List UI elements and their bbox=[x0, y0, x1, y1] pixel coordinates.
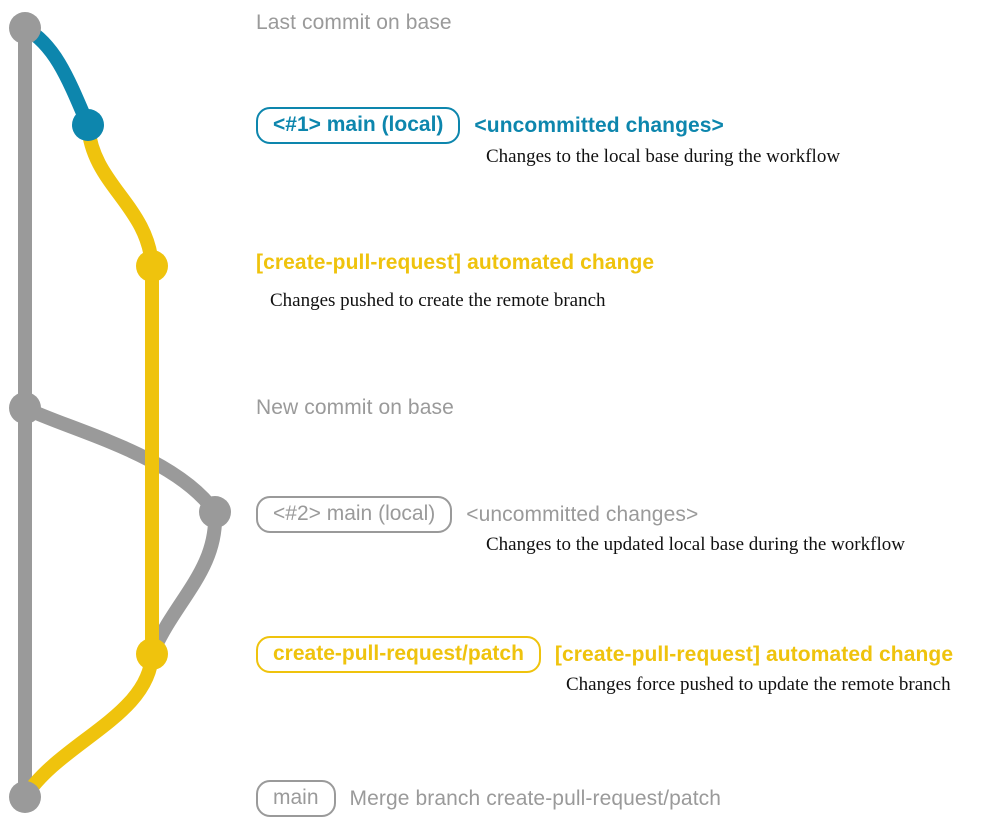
caption-last-commit-on-base: Last commit on base bbox=[256, 11, 452, 34]
commit-subject-automated-change-2: [create-pull-request] automated change bbox=[554, 642, 954, 666]
local1-to-patch1-line bbox=[81, 118, 159, 273]
spacer bbox=[460, 125, 474, 126]
row-local-1: <#1> main (local) <uncommitted changes> bbox=[256, 107, 724, 145]
commit-node-local-1 bbox=[72, 109, 104, 141]
branch-ref-local-1[interactable]: <#1> main (local) bbox=[256, 107, 461, 145]
commit-node-local-2 bbox=[199, 496, 231, 528]
commit-note-local-2: Changes to the updated local base during… bbox=[486, 534, 905, 555]
commit-subject-local-1: <uncommitted changes> bbox=[474, 113, 724, 137]
branch-ref-local-2[interactable]: <#2> main (local) bbox=[256, 496, 453, 534]
commit-node-base-head bbox=[9, 12, 41, 44]
commit-node-base-new-commit bbox=[9, 392, 41, 424]
row-merge: main Merge branch create-pull-request/pa… bbox=[256, 780, 722, 818]
patch2-to-merge-line bbox=[18, 647, 159, 804]
commit-node-merge bbox=[9, 781, 41, 813]
commit-note-local-1: Changes to the local base during the wor… bbox=[486, 146, 841, 167]
commit-subject-merge: Merge branch create-pull-request/patch bbox=[349, 786, 722, 810]
commit-note-automated-change-1: Changes pushed to create the remote bran… bbox=[270, 290, 606, 311]
local2-to-patch2-line bbox=[145, 505, 223, 661]
branch-ref-create-pull-request-patch[interactable]: create-pull-request/patch bbox=[256, 636, 541, 674]
row-last-commit-on-base: Last commit on base bbox=[256, 11, 452, 35]
commit-node-patch-1 bbox=[136, 250, 168, 282]
commit-node-patch-2 bbox=[136, 638, 168, 670]
base-to-local1-line bbox=[18, 21, 95, 132]
caption-new-commit-on-base: New commit on base bbox=[256, 396, 454, 419]
spacer bbox=[452, 514, 466, 515]
commit-note-automated-change-2: Changes force pushed to update the remot… bbox=[566, 674, 951, 695]
commit-subject-automated-change-1: [create-pull-request] automated change bbox=[256, 251, 655, 274]
row-local-2: <#2> main (local) <uncommitted changes> bbox=[256, 496, 699, 534]
row-automated-change-1: [create-pull-request] automated change bbox=[256, 251, 654, 275]
spacer bbox=[541, 654, 555, 655]
commit-subject-local-2: <uncommitted changes> bbox=[466, 502, 699, 526]
base-to-local2-line bbox=[18, 401, 222, 519]
row-automated-change-2: create-pull-request/patch [create-pull-r… bbox=[256, 636, 954, 674]
spacer bbox=[336, 798, 350, 799]
row-new-commit-on-base: New commit on base bbox=[256, 396, 454, 420]
branch-ref-main[interactable]: main bbox=[256, 780, 336, 818]
